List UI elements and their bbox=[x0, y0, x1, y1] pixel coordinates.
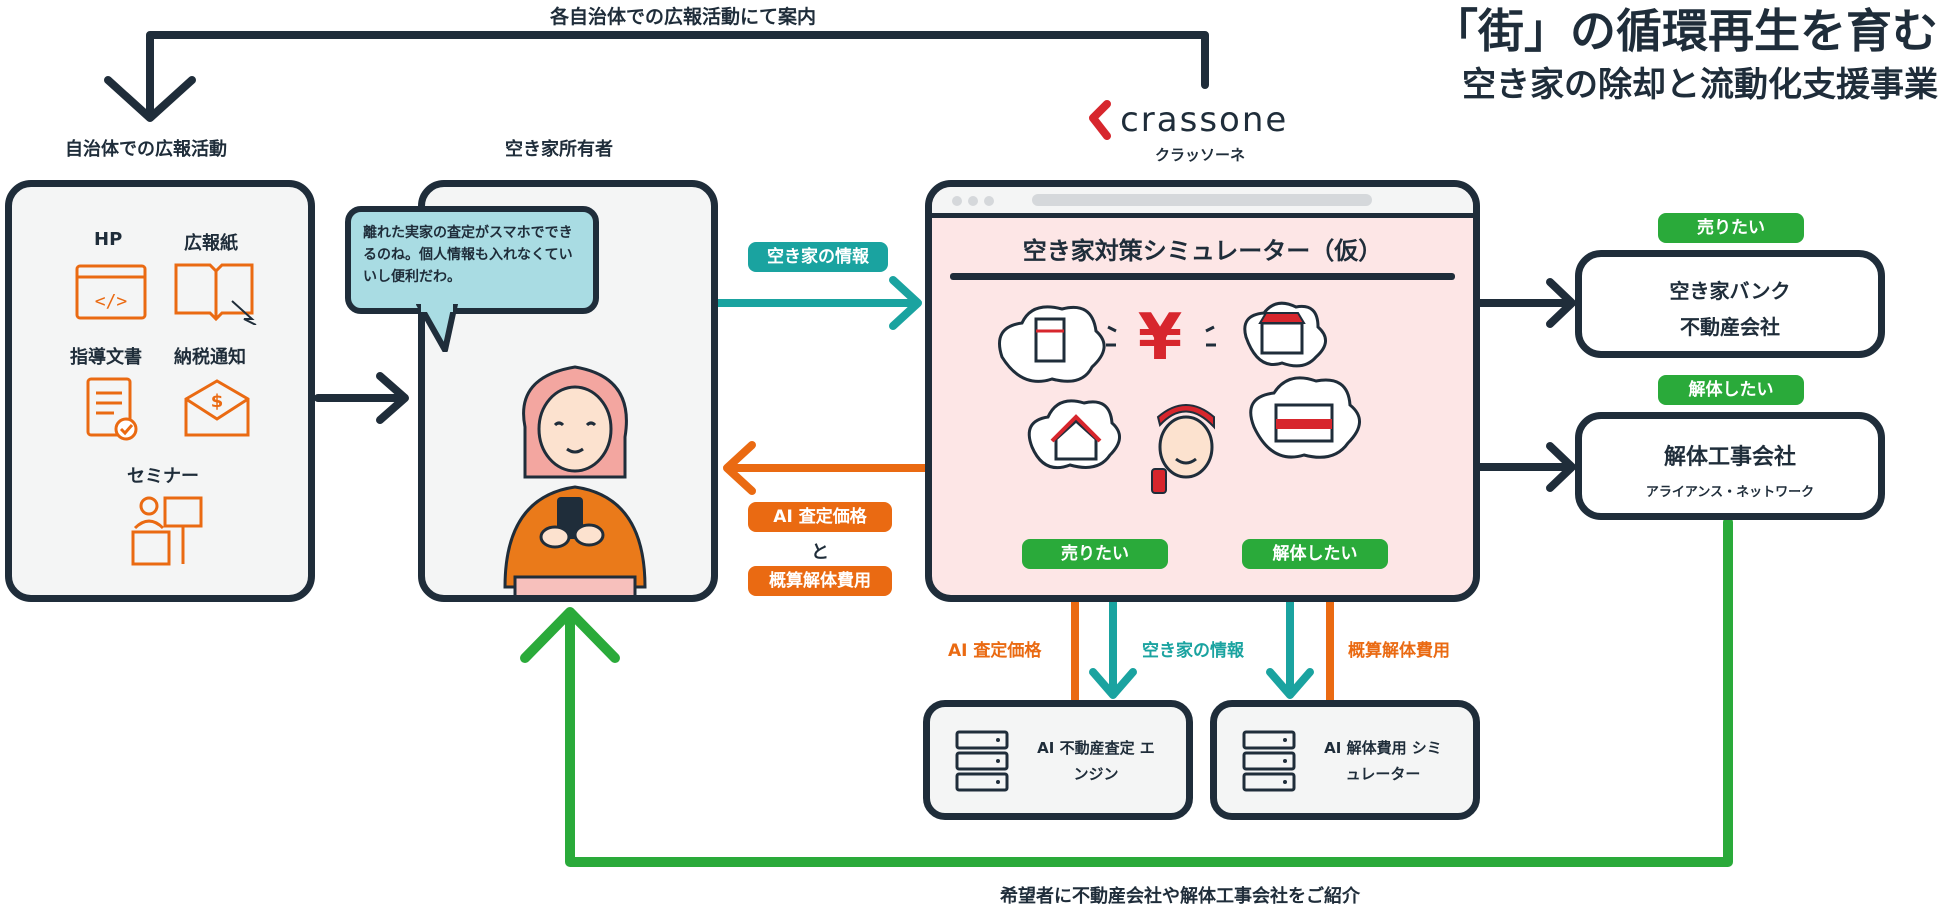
realestate-engine-label: AI 不動産査定 エンジン bbox=[1037, 739, 1155, 783]
top-return-arrow bbox=[146, 31, 1209, 114]
ai-price-pill: AI 査定価格 bbox=[748, 502, 892, 532]
brand-wordmark: crassone bbox=[1120, 100, 1289, 140]
realestate-engine-box: AI 不動産査定 エンジン bbox=[923, 700, 1193, 820]
engine-info-label: 空き家の情報 bbox=[1142, 641, 1244, 661]
seminar-label: セミナー bbox=[127, 466, 199, 487]
newsletter-label: 広報紙 bbox=[184, 233, 238, 254]
simulator-window: 空き家対策シミュレーター（仮） ¥ 売りたい 解体したい bbox=[925, 180, 1480, 602]
tax-notice-label: 納税通知 bbox=[174, 347, 246, 368]
right-sell-pill: 売りたい bbox=[1658, 213, 1804, 243]
right-demolish-pill: 解体したい bbox=[1658, 375, 1804, 405]
bank-line-2: 不動産会社 bbox=[1680, 315, 1780, 339]
demolition-sim-label: AI 解体費用 シミュレーター bbox=[1324, 739, 1442, 783]
title-line-2: 空き家の除却と流動化支援事業 bbox=[1462, 65, 1938, 105]
demolition-company-name: 解体工事会社 bbox=[1663, 445, 1796, 470]
guidance-label: 指導文書 bbox=[70, 347, 142, 368]
window-dot-1 bbox=[952, 196, 962, 206]
demolition-company-box: 解体工事会社 アライアンス・ネットワーク bbox=[1575, 412, 1885, 520]
hp-label: HP bbox=[94, 229, 123, 250]
man-face bbox=[1158, 415, 1214, 479]
apartment-icon bbox=[1034, 317, 1066, 363]
title-line-1: 「街」の循環再生を育む bbox=[1432, 4, 1938, 58]
municipality-title: 自治体での広報活動 bbox=[65, 139, 227, 160]
brand-logo: crassone bbox=[1085, 100, 1288, 140]
owner-title: 空き家所有者 bbox=[505, 139, 613, 160]
newspaper-icon bbox=[174, 263, 257, 325]
bottom-label: 希望者に不動産会社や解体工事会社をご紹介 bbox=[1000, 886, 1360, 907]
green-loop-arrowhead bbox=[520, 607, 620, 663]
akiya-bank-box: 空き家バンク 不動産会社 bbox=[1575, 250, 1885, 358]
speech-text: 離れた実家の査定がスマホでできるのね。個人情報も入れなくていいし便利だわ。 bbox=[363, 225, 573, 285]
server-icon bbox=[955, 730, 1009, 792]
seminar-podium-icon bbox=[131, 496, 203, 566]
and-label: と bbox=[811, 542, 829, 563]
brand-kana: クラッソーネ bbox=[1155, 146, 1246, 164]
simulator-illustration: ¥ bbox=[998, 301, 1361, 494]
top-arrow-label: 各自治体での広報活動にて案内 bbox=[550, 6, 817, 28]
window-dot-3 bbox=[984, 196, 994, 206]
tax-envelope-icon: $ bbox=[184, 379, 250, 437]
browser-bar bbox=[932, 187, 1473, 218]
sim-demolish-pill: 解体したい bbox=[1242, 539, 1388, 569]
top-return-arrowhead bbox=[104, 76, 196, 122]
window-dot-2 bbox=[968, 196, 978, 206]
webpage-icon: </> bbox=[75, 264, 147, 320]
shop-icon bbox=[1260, 321, 1304, 355]
crassone-mark-icon bbox=[1089, 100, 1111, 140]
yen-icon: ¥ bbox=[1138, 301, 1183, 375]
engine-cost-label: 概算解体費用 bbox=[1348, 641, 1450, 661]
sim-sell-pill: 売りたい bbox=[1022, 539, 1168, 569]
house-icon bbox=[1054, 418, 1098, 461]
demolition-network: アライアンス・ネットワーク bbox=[1645, 485, 1815, 500]
server-icon bbox=[1242, 730, 1296, 792]
engine-ai-price-label: AI 査定価格 bbox=[948, 641, 1042, 661]
address-bar bbox=[1032, 194, 1372, 206]
svg-text:</>: </> bbox=[95, 291, 128, 312]
info-pill: 空き家の情報 bbox=[748, 242, 888, 272]
municipality-box: HP 広報紙 </> 指導文書 納税通知 $ セミナー bbox=[5, 180, 315, 602]
simulator-title-rule bbox=[950, 273, 1455, 280]
speech-bubble-tail bbox=[416, 304, 458, 352]
demolition-cost-pill: 概算解体費用 bbox=[748, 566, 892, 596]
woman-with-phone-illustration bbox=[503, 365, 647, 595]
man-phone bbox=[1151, 468, 1167, 494]
svg-text:$: $ bbox=[211, 391, 224, 412]
bank-line-1: 空き家バンク bbox=[1669, 279, 1791, 303]
speech-bubble: 離れた実家の査定がスマホでできるのね。個人情報も入れなくていいし便利だわ。 bbox=[345, 206, 599, 314]
header-title: 「街」の循環再生を育む 空き家の除却と流動化支援事業 bbox=[1432, 2, 1938, 110]
document-icon bbox=[86, 377, 138, 441]
green-loop-line bbox=[565, 517, 1733, 867]
simulator-title: 空き家対策シミュレーター（仮） bbox=[1022, 237, 1383, 265]
demolition-sim-box: AI 解体費用 シミュレーター bbox=[1210, 700, 1480, 820]
